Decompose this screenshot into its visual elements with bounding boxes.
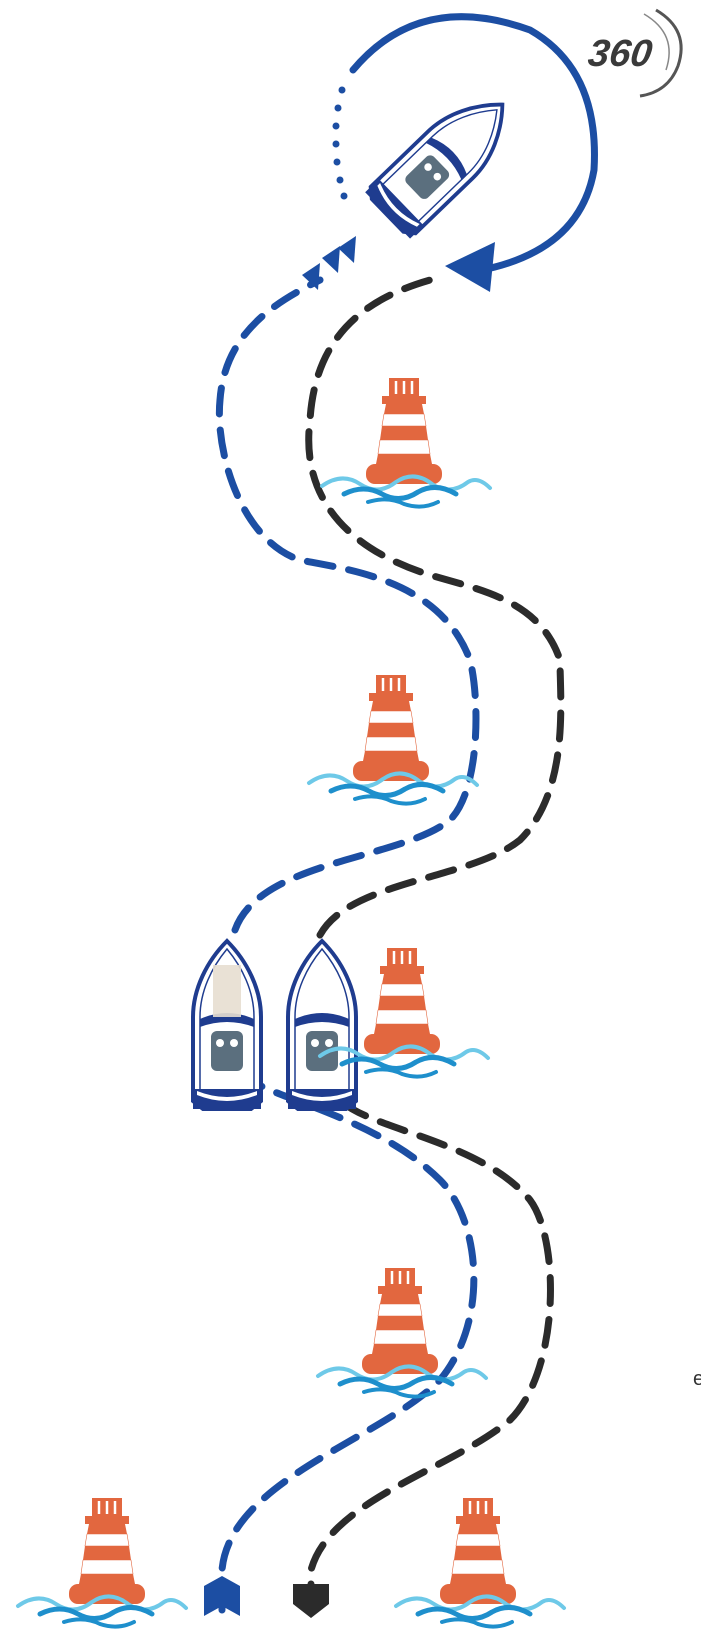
buoy-icon [69, 1498, 145, 1604]
stray-glyph: e [693, 1368, 701, 1391]
boat-icon [288, 941, 356, 1109]
chevron-marker-icon [302, 236, 356, 290]
logo-360-icon: 360 [585, 10, 681, 96]
buoy-icon [362, 1268, 438, 1374]
logo-text: 360 [585, 32, 654, 75]
buoy-icon [364, 948, 440, 1054]
buoy-icon [440, 1498, 516, 1604]
buoy-icon [366, 378, 442, 484]
boat-icon [365, 81, 525, 238]
buoy-icon [353, 675, 429, 781]
boat-icon [193, 941, 261, 1109]
